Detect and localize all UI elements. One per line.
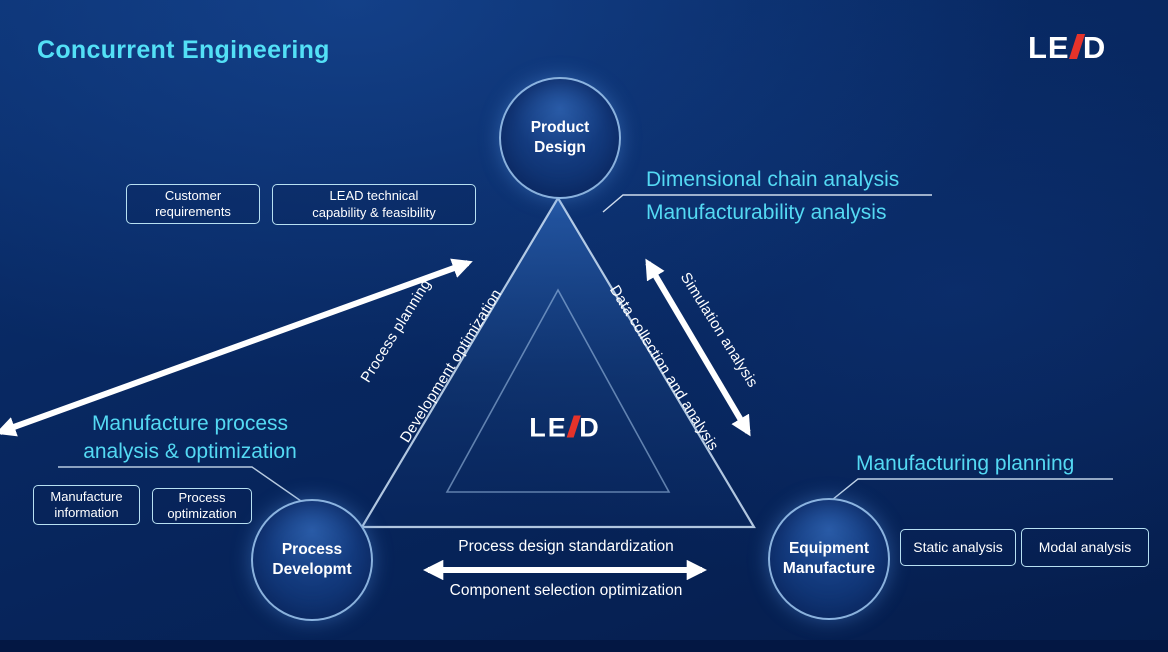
outer-triangle bbox=[360, 195, 756, 529]
double-arrow-left-edge bbox=[0, 258, 473, 437]
chip-line: Modal analysis bbox=[1038, 538, 1132, 555]
chip-lead-capability: LEAD technical capability & feasibility bbox=[272, 184, 476, 225]
chip-line: LEAD technical bbox=[329, 188, 419, 204]
logo-text-le: LE bbox=[1028, 30, 1070, 65]
chip-static-analysis: Static analysis bbox=[900, 529, 1016, 566]
annotation-left-line1: Manufacture process bbox=[91, 412, 289, 435]
node-equipment-manufacture: Equipment Manufacture bbox=[768, 498, 890, 620]
logo-text-d: D bbox=[579, 412, 601, 443]
chip-modal-analysis: Modal analysis bbox=[1021, 528, 1149, 567]
chip-line: Process bbox=[178, 489, 226, 505]
chip-line: requirements bbox=[155, 204, 231, 219]
edge-label-process-design-standardization: Process design standardization bbox=[458, 538, 674, 555]
chip-line: Customer bbox=[164, 187, 222, 203]
page-title: Concurrent Engineering bbox=[37, 36, 330, 64]
annotation-dimensional-chain: Dimensional chain analysis bbox=[646, 168, 900, 191]
center-lead-logo: LE D bbox=[529, 413, 601, 444]
node-label: Equipment bbox=[788, 539, 870, 557]
chip-line: information bbox=[54, 505, 119, 520]
annotation-left: Manufacture process analysis & optimizat… bbox=[40, 410, 340, 465]
annotation-top-right: Dimensional chain analysis Manufacturabi… bbox=[646, 164, 899, 229]
chip-line: capability & feasibility bbox=[312, 204, 436, 220]
bottom-strip bbox=[0, 640, 1168, 652]
node-product-design: Product Design bbox=[499, 77, 621, 199]
node-label: Manufacture bbox=[782, 560, 876, 577]
logo-text-le: LE bbox=[529, 412, 568, 443]
node-label: Product bbox=[530, 118, 590, 136]
inner-triangle bbox=[445, 288, 671, 493]
annotation-left-line2: analysis & optimization bbox=[83, 439, 297, 463]
node-label: Process bbox=[281, 540, 343, 558]
lead-logo: LE D bbox=[1028, 30, 1106, 66]
logo-text-d: D bbox=[1082, 30, 1107, 65]
chip-line: Static analysis bbox=[913, 538, 1003, 555]
chip-process-optimization: Process optimization bbox=[152, 488, 252, 524]
node-label: Design bbox=[534, 139, 586, 156]
chip-line: Manufacture bbox=[50, 488, 123, 504]
annotation-manufacturing-planning: Manufacturing planning bbox=[856, 452, 1075, 475]
chip-customer-requirements: Customer requirements bbox=[126, 184, 260, 224]
annotation-manufacturability: Manufacturability analysis bbox=[646, 200, 887, 224]
node-process-development: Process Developmt bbox=[251, 499, 373, 621]
edge-label-component-selection-optimization: Component selection optimization bbox=[449, 582, 683, 599]
pointer-line-dimensional bbox=[602, 194, 932, 213]
chip-line: optimization bbox=[167, 506, 237, 521]
chip-manufacture-information: Manufacture information bbox=[33, 485, 140, 525]
pointer-line-left-annotation bbox=[58, 466, 302, 502]
double-arrow-right-edge bbox=[645, 258, 751, 437]
node-label: Developmt bbox=[272, 561, 352, 578]
